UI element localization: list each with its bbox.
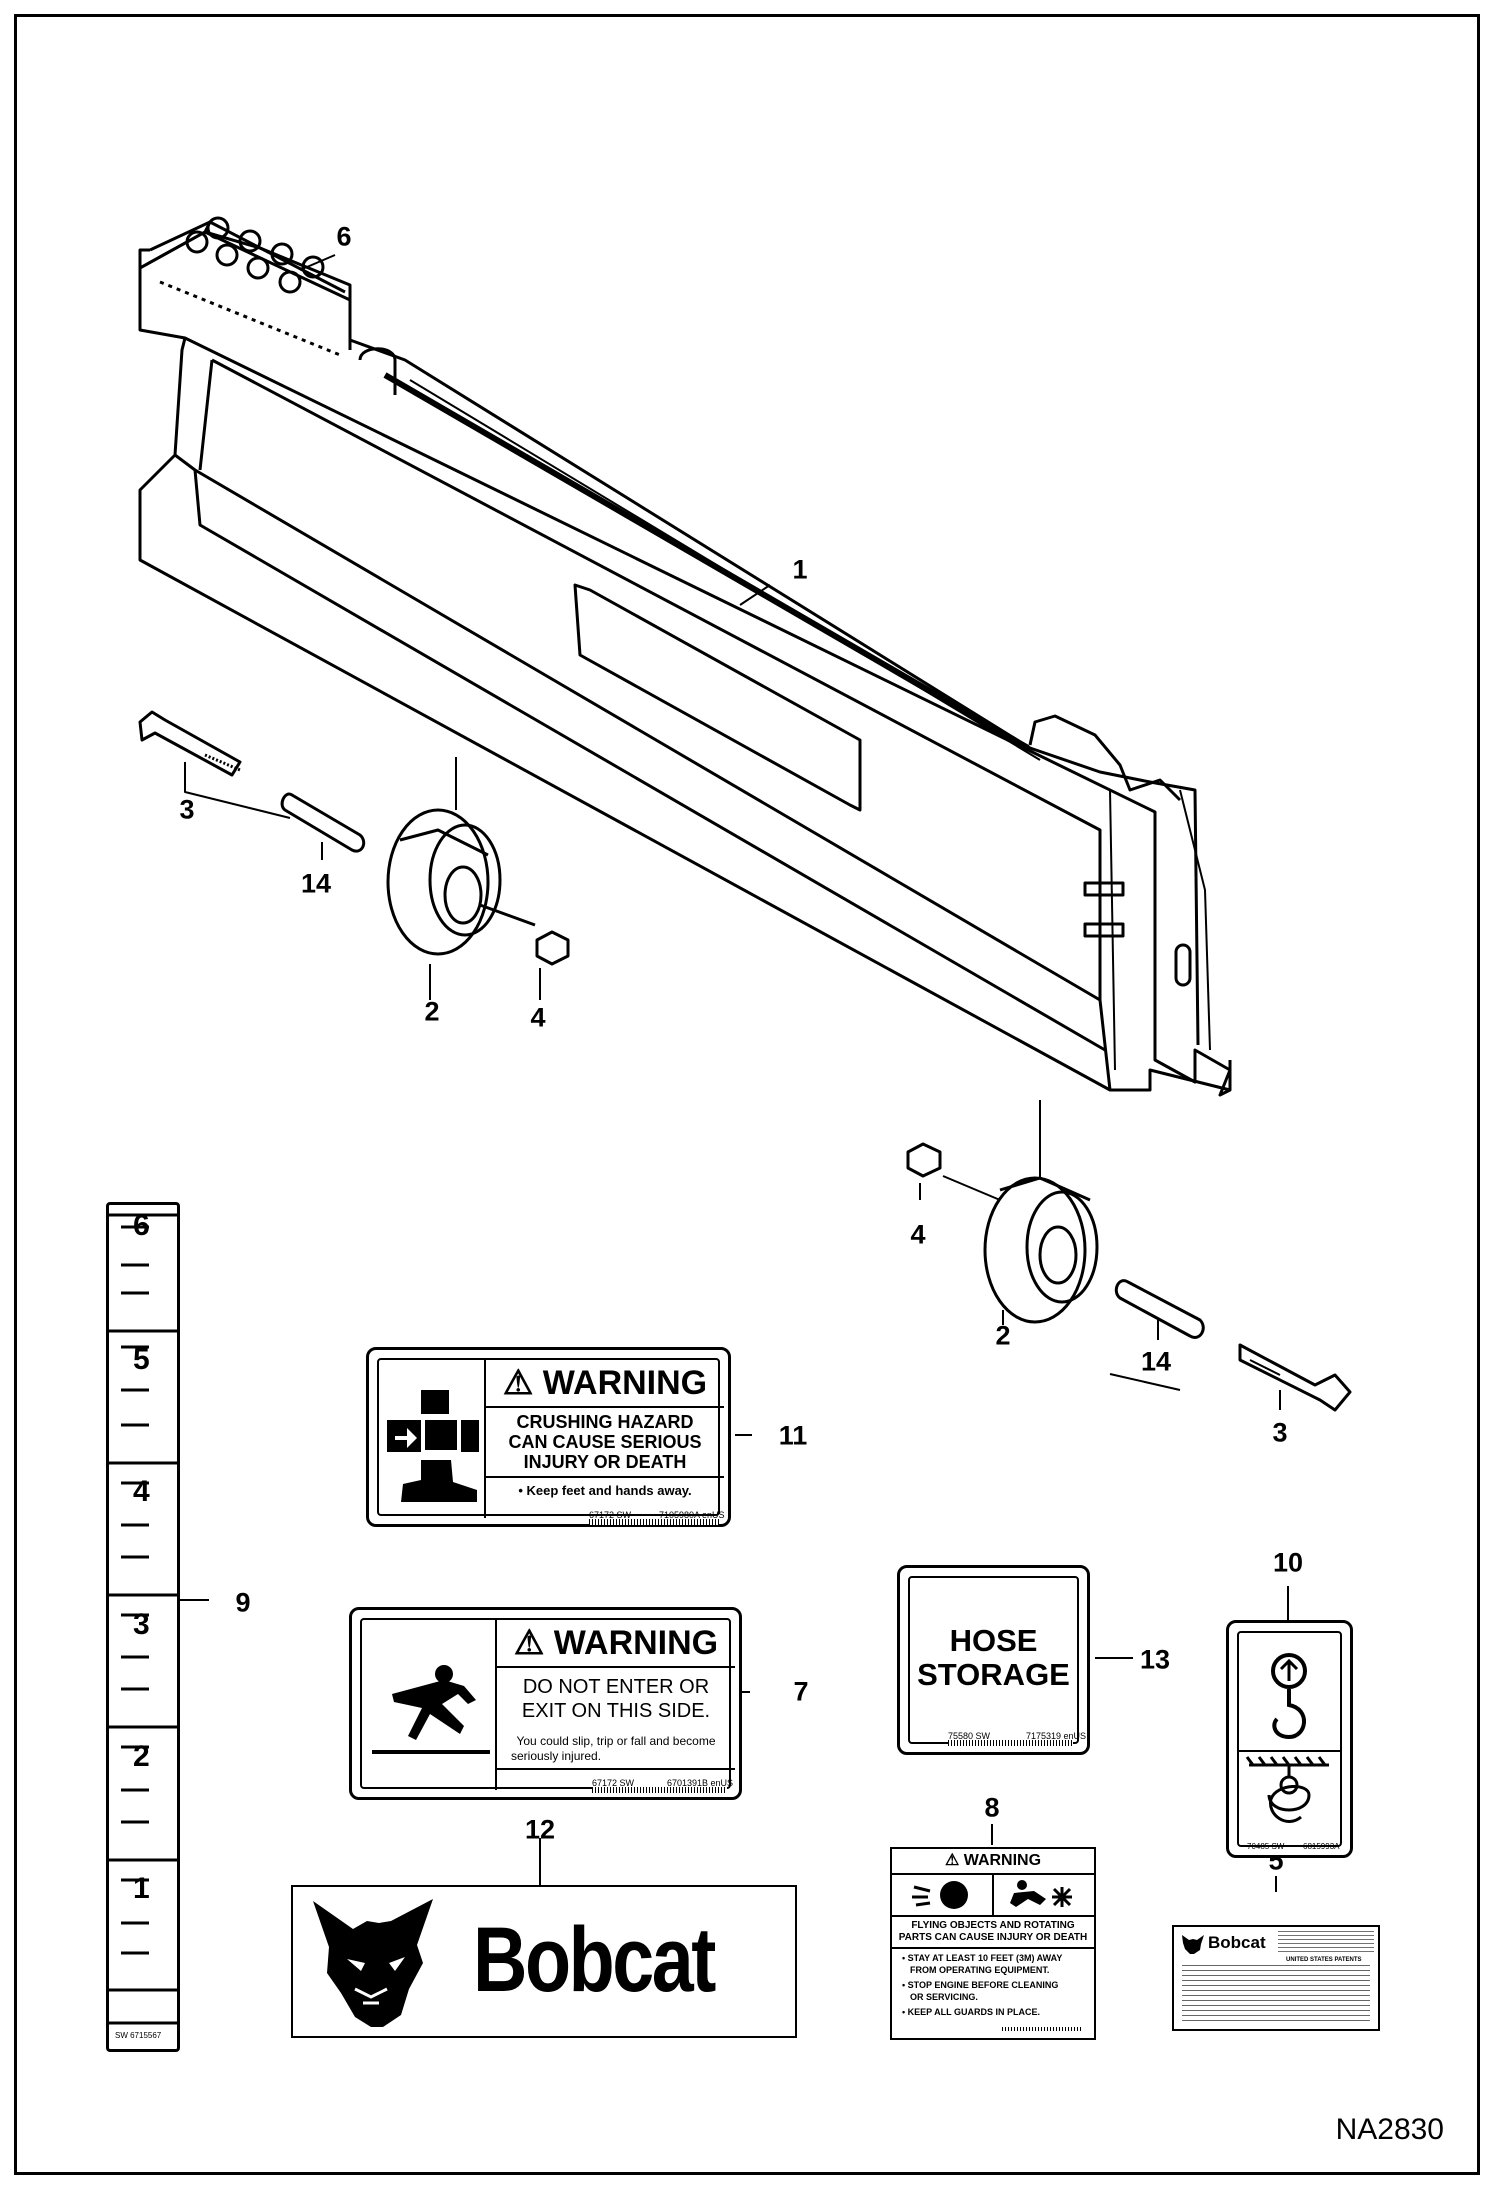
hose-storage-line2: STORAGE	[917, 1657, 1070, 1692]
spacer-part-left	[280, 792, 366, 853]
callout-14-right: 14	[1140, 1346, 1172, 1377]
callout-13: 13	[1139, 1644, 1171, 1675]
flying-bullet1b: FROM OPERATING EQUIPMENT.	[910, 1965, 1050, 1975]
crushing-warning-decal: ⚠ WARNING CRUSHING HAZARD CAN CAUSE SERI…	[366, 1347, 731, 1527]
bobcat-logo-icon	[313, 1899, 433, 2027]
crushing-foot-icon	[387, 1390, 479, 1502]
patent-number-table	[1182, 1965, 1370, 2023]
flying-bullet2: • STOP ENGINE BEFORE CLEANING	[902, 1980, 1059, 1990]
patents-brand: Bobcat	[1208, 1933, 1266, 1952]
barcode	[948, 1740, 1073, 1746]
flying-bullet2b: OR SERVICING.	[910, 1992, 978, 2002]
bolt-part-left	[138, 710, 242, 777]
ruler-mark-3: 3	[133, 1608, 150, 1641]
flying-bullet1: • STAY AT LEAST 10 FEET (3M) AWAY	[902, 1953, 1063, 1963]
crushing-line2: CAN CAUSE SERIOUS	[508, 1432, 702, 1452]
do-not-enter-decal: ⚠ WARNING DO NOT ENTER OR EXIT ON THIS S…	[349, 1607, 742, 1800]
coupler-block-part	[138, 216, 352, 357]
slip-fall-icon	[372, 1665, 490, 1754]
do-not-enter-sub2: seriously injured.	[511, 1749, 602, 1763]
barcode	[592, 1787, 727, 1793]
flying-line1: FLYING OBJECTS AND ROTATING	[911, 1920, 1075, 1931]
lift-hook-icon	[1239, 1653, 1340, 1752]
crushing-line1: CRUSHING HAZARD	[516, 1412, 694, 1432]
ruler-mark-5: 5	[133, 1343, 150, 1376]
callout-3-left: 3	[179, 794, 195, 825]
barcode	[589, 1519, 719, 1525]
hose-storage-line1: HOSE	[949, 1623, 1038, 1658]
code-right: 7105980A enUS	[659, 1510, 725, 1520]
roller-part-left	[386, 808, 536, 956]
ruler-mark-4: 4	[133, 1475, 150, 1508]
figure-id: NA2830	[1335, 2113, 1444, 2146]
do-not-enter-line1: DO NOT ENTER OR	[522, 1676, 710, 1698]
flying-objects-decal: ⚠ WARNING FLYING OBJECTS AND ROTATING PA…	[890, 1847, 1096, 2040]
do-not-enter-sub1: You could slip, trip or fall and become	[516, 1734, 716, 1748]
callout-1: 1	[792, 554, 808, 585]
code-left: 67172 SW	[589, 1510, 632, 1520]
flying-line2: PARTS CAN CAUSE INJURY OR DEATH	[898, 1932, 1088, 1943]
code-right: 6815993A	[1303, 1842, 1340, 1851]
ruler-code: SW 6715567	[115, 2031, 162, 2040]
callout-7: 7	[793, 1676, 809, 1707]
patent-notice-text	[1278, 1931, 1374, 1955]
nut-part-left	[535, 930, 570, 966]
callout-6: 6	[336, 221, 352, 252]
patents-subtitle: UNITED STATES PATENTS	[1286, 1957, 1362, 1963]
callout-3-right: 3	[1272, 1417, 1288, 1448]
callout-8: 8	[984, 1792, 1000, 1823]
ruler-mark-2: 2	[133, 1740, 150, 1773]
bolt-part-right	[1238, 1343, 1352, 1412]
drawing-frame	[14, 14, 1480, 2175]
ruler-ticks	[109, 1213, 177, 2025]
ruler-decal: 6 5 4 3 2 1 SW 6715567	[106, 1202, 180, 2052]
callout-11: 11	[778, 1420, 808, 1451]
main-frame-part	[138, 230, 1232, 1097]
callout-4-left: 4	[530, 1002, 546, 1033]
callout-14-left: 14	[300, 868, 332, 899]
hose-storage-decal: HOSE STORAGE 75580 SW 7175319 enUS	[897, 1565, 1090, 1755]
flying-objects-icon	[912, 1875, 1072, 1915]
bobcat-logo-icon	[1182, 1935, 1204, 1954]
callout-10: 10	[1272, 1547, 1304, 1578]
callout-4-right: 4	[910, 1219, 926, 1250]
code-left: 75580 SW	[948, 1731, 991, 1741]
warning-header: ⚠ WARNING	[513, 1624, 719, 1662]
do-not-enter-line2: EXIT ON THIS SIDE.	[521, 1700, 711, 1722]
barcode	[1002, 2027, 1082, 2031]
code-right: 6701391B enUS	[667, 1778, 734, 1788]
crushing-line3: INJURY OR DEATH	[523, 1452, 687, 1472]
warning-header: ⚠ WARNING	[502, 1364, 708, 1402]
code-left: 70485 SW	[1247, 1842, 1285, 1851]
patents-decal: Bobcat UNITED STATES PATENTS	[1172, 1925, 1380, 2031]
callout-2-right: 2	[995, 1320, 1011, 1351]
code-right: 7175319 enUS	[1026, 1731, 1087, 1741]
roller-part-right	[983, 1176, 1099, 1324]
callout-2-left: 2	[424, 996, 440, 1027]
crushing-bullet: • Keep feet and hands away.	[518, 1483, 692, 1498]
tie-down-icon	[1245, 1756, 1329, 1823]
callout-12: 12	[524, 1814, 556, 1845]
ruler-mark-1: 1	[133, 1872, 150, 1905]
flying-bullet3: • KEEP ALL GUARDS IN PLACE.	[902, 2007, 1041, 2017]
callout-9: 9	[235, 1587, 251, 1618]
lift-point-decal: 70485 SW 6815993A	[1226, 1620, 1353, 1858]
nut-part-right	[906, 1142, 942, 1178]
spacer-part-right	[1114, 1279, 1205, 1339]
bobcat-brand-decal: Bobcat	[291, 1885, 797, 2038]
code-left: 67172 SW	[592, 1778, 635, 1788]
warning-header: ⚠ WARNING	[944, 1852, 1042, 1869]
bobcat-wordmark: Bobcat	[473, 1909, 716, 2011]
ruler-mark-6: 6	[133, 1209, 150, 1242]
